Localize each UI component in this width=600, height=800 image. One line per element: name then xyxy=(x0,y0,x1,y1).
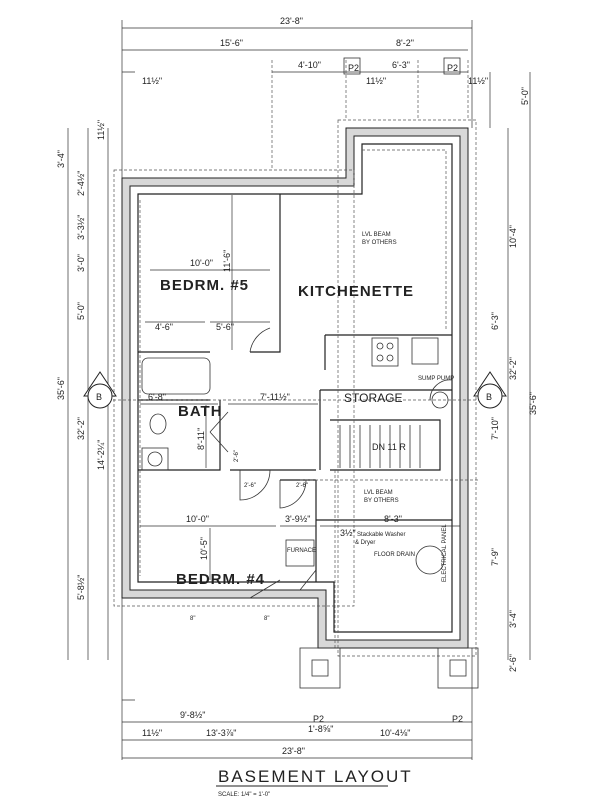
dim-left-d: 3'-3½" xyxy=(76,215,86,240)
dryer-label: & Dryer xyxy=(355,540,375,546)
washer-label: Stackable Washer xyxy=(357,532,405,538)
lvl-beam-label: BY OTHERS xyxy=(362,240,397,246)
dim-right-a: 10'-4" xyxy=(508,225,518,248)
sink-vanity xyxy=(141,447,169,471)
dim-inner: 5'-6" xyxy=(216,322,234,332)
dim-inner: 7'-11½" xyxy=(260,392,290,402)
post-label: P2 xyxy=(348,63,359,73)
dim-right-g: 3'-4" xyxy=(508,610,518,628)
dim-left-i: 14'-2¼" xyxy=(96,440,106,470)
foundation-wall xyxy=(121,127,469,649)
dim-right-h: 2'-6" xyxy=(508,654,518,672)
toilet xyxy=(149,413,167,435)
water-heater xyxy=(415,545,445,575)
dim-left-c: 2'-4½" xyxy=(76,171,86,196)
dim-bottom-a: 9'-8½" xyxy=(180,710,205,720)
dim-left-f: 5'-0" xyxy=(76,302,86,320)
lvl-beam-label: LVL BEAM xyxy=(364,490,393,496)
dim-inner: 2'-6" xyxy=(244,483,256,489)
floor-drain-label: FLOOR DRAIN xyxy=(374,552,415,558)
dim-notch: 4'-10" xyxy=(298,60,321,70)
section-marker-left: B xyxy=(83,371,117,409)
footings xyxy=(108,60,480,657)
dim-bottom-c: 13'-3⅞" xyxy=(206,728,236,738)
bathtub xyxy=(141,357,211,395)
dim-inner: 8" xyxy=(264,616,269,622)
dim-top-c: 11½" xyxy=(468,76,488,86)
section-marker-right: B xyxy=(473,371,507,409)
dim-top-overall: 23'-8" xyxy=(280,16,303,26)
dim-top-a: 11½" xyxy=(142,76,162,86)
dim-right-f: 7'-9" xyxy=(490,548,500,566)
kitchen-sink xyxy=(411,337,439,365)
room-storage: STORAGE xyxy=(344,391,402,405)
post-label: P2 xyxy=(447,63,458,73)
sump-pump-label: SUMP PUMP xyxy=(418,376,454,382)
range xyxy=(371,337,399,367)
drawing-scale: SCALE: 1/4" = 1'-0" xyxy=(218,792,270,798)
post xyxy=(343,57,361,75)
dim-inner: 4'-6" xyxy=(155,322,173,332)
dim-bottom-overall: 23'-8" xyxy=(282,746,305,756)
post-label: P2 xyxy=(452,714,463,724)
room-bedrm4: BEDRM. #4 xyxy=(176,571,265,588)
furnace-label: FURNACE xyxy=(287,548,316,554)
svg-text:B: B xyxy=(486,392,492,402)
svg-text:B: B xyxy=(96,392,102,402)
dim-left-g: 35'-6" xyxy=(56,377,66,400)
dim-bottom-d: 1'-8⅝" xyxy=(308,724,333,734)
electrical-panel-label: ELECTRICAL PANEL xyxy=(442,524,448,582)
dim-inner: 10'-0" xyxy=(186,514,209,524)
room-bedrm5: BEDRM. #5 xyxy=(160,277,249,294)
post xyxy=(443,57,461,75)
drawing-title: BASEMENT LAYOUT xyxy=(218,767,413,786)
dim-top-mid: 6'-3" xyxy=(392,60,410,70)
dim-right-e: 7'-10" xyxy=(490,417,500,440)
stairs xyxy=(339,425,421,468)
dim-left-a: 11½" xyxy=(96,120,106,140)
room-kitchenette: KITCHENETTE xyxy=(298,283,414,300)
dim-inner: 3½" xyxy=(340,528,356,538)
dim-left-h: 32'-2" xyxy=(76,417,86,440)
stair-label: DN 11 R xyxy=(372,442,406,452)
post-label: P2 xyxy=(313,714,324,724)
dim-top-right: 8'-2" xyxy=(396,38,414,48)
lvl-beam-label: LVL BEAM xyxy=(362,232,391,238)
interior-wall-line xyxy=(137,143,453,633)
dim-inner: 8'-11" xyxy=(196,428,206,450)
dim-inner: 2'-6" xyxy=(234,450,240,462)
dim-inner: 11'-6" xyxy=(222,250,232,272)
dim-inner: 3'-9½" xyxy=(285,514,310,524)
interior-walls xyxy=(138,194,452,582)
dimension-lines xyxy=(67,20,531,760)
door-swings xyxy=(209,327,453,599)
dim-inner: 8'-3" xyxy=(384,514,402,524)
dim-left-j: 5'-8½" xyxy=(76,575,86,600)
dim-right-d: 35'-6" xyxy=(528,392,538,415)
dim-inner: 10'-5" xyxy=(199,537,209,560)
dim-inner: 2'-6" xyxy=(296,483,308,489)
furnace-unit xyxy=(285,539,315,567)
dim-left-e: 3'-0" xyxy=(76,254,86,272)
dim-right-b: 6'-3" xyxy=(490,312,500,330)
dim-bottom-b: 11½" xyxy=(142,728,162,738)
dim-top-left: 15'-6" xyxy=(220,38,243,48)
dim-right-c: 32'-2" xyxy=(508,357,518,380)
dim-inner: 8" xyxy=(190,616,195,622)
dim-inner: 10'-0" xyxy=(190,258,213,268)
dim-bottom-e: 10'-4⅛" xyxy=(380,728,410,738)
dim-top-b: 11½" xyxy=(366,76,386,86)
dim-top-r: 5'-0" xyxy=(520,87,530,105)
dim-inner: 6'-8" xyxy=(148,392,166,402)
dim-left-b: 3'-4" xyxy=(56,150,66,168)
lvl-beam-label: BY OTHERS xyxy=(364,498,399,504)
room-bath: BATH xyxy=(178,403,223,420)
